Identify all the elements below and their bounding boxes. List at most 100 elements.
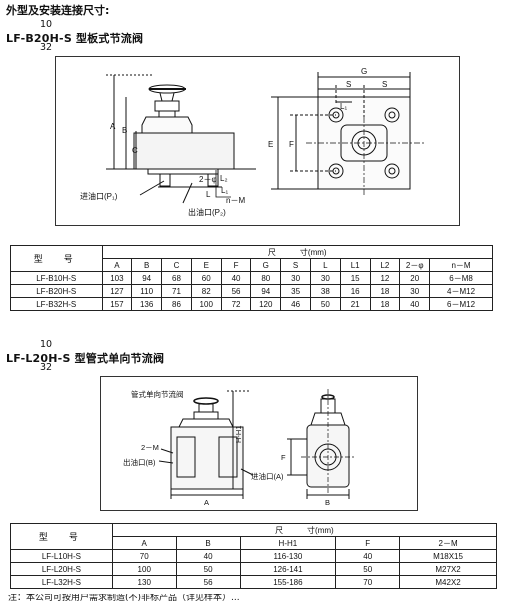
table1-cell: 56	[220, 284, 252, 298]
inlet-a-label: 进油口(A)	[251, 471, 284, 481]
table2-cell: 70	[335, 575, 401, 589]
table2-cell: 116-130	[239, 549, 337, 563]
table1-model-cell: LF-B32H-S	[10, 297, 103, 311]
table2-cell: 40	[175, 549, 241, 563]
table2-cell: 126-141	[239, 562, 337, 576]
table1-col: L2	[369, 258, 401, 272]
table1-cell: 136	[131, 297, 163, 311]
table1-cell: 71	[161, 284, 192, 298]
dim-A: A	[110, 122, 116, 131]
table1-cell: 60	[190, 271, 222, 285]
table1-cell: 15	[339, 271, 371, 285]
table1-cell: 6－M12	[429, 297, 493, 311]
page-title: 外型及安装连接尺寸:	[6, 4, 110, 17]
table1-cell: 18	[369, 297, 401, 311]
model-size-bottom: 32	[40, 42, 53, 53]
table2-cell: M27X2	[399, 562, 497, 576]
table2-cell: 130	[111, 575, 177, 589]
table1-cell: 120	[250, 297, 282, 311]
table2-model-header: 型 号	[10, 523, 113, 550]
section1-model-title: LF-B20H-S 型板式节流阀	[6, 32, 144, 45]
drawing-plate-valve: A B C 2－φ L L₂ L₁ n－M 进油口(P₁) 出油口(P₂) G …	[80, 67, 424, 217]
table1-model-cell: LF-B10H-S	[10, 271, 103, 285]
table2-cell: 40	[335, 549, 401, 563]
caption-label: 管式单向节流阀	[131, 389, 184, 399]
spec-table-tube: 型 号 尺 寸(mm) A B H-H1 F 2－M LF-L10H-S 70 …	[10, 523, 498, 589]
table1-dim-header: 尺 寸(mm)	[101, 245, 493, 259]
table-row: LF-L32H-S 130 56 155-186 70 M42X2	[10, 575, 497, 589]
table1-cell: 127	[101, 284, 133, 298]
table1-cell: 16	[339, 284, 371, 298]
table2-col: B	[175, 536, 241, 550]
table1-cell: 21	[339, 297, 371, 311]
figure-tube-throttle-valve: 管式单向节流阀 H-H1 2－M 出油口(B) 进油口(A) A F B	[100, 376, 418, 511]
table1-cell: 94	[131, 271, 163, 285]
drawing-tube-valve: 管式单向节流阀 H-H1 2－M 出油口(B) 进油口(A) A F B	[123, 389, 355, 507]
table1-cell: 35	[280, 284, 311, 298]
table-row: LF-B32H-S 157 136 86 100 72 120 46 50 21…	[10, 297, 493, 311]
table2-cell: 50	[175, 562, 241, 576]
table2-dim-header: 尺 寸(mm)	[111, 523, 498, 537]
table1-col: B	[131, 258, 163, 272]
footnote: 注：本公司可按用户需求制造(不)非标产品（详见样本）...	[8, 594, 240, 602]
dim-L1-top: L₁	[340, 102, 347, 111]
table1-cell: 12	[369, 271, 401, 285]
table1-cell: 40	[399, 297, 431, 311]
table1-cell: 157	[101, 297, 133, 311]
table-row: LF-B20H-S 127 110 71 82 56 94 35 38 16 1…	[10, 284, 493, 298]
table1-cell: 6－M8	[429, 271, 493, 285]
table1-col: E	[190, 258, 222, 272]
dim-F-2: F	[281, 453, 286, 462]
dim-S-left: S	[346, 80, 351, 89]
table1-col: L1	[339, 258, 371, 272]
table1-col: n－M	[429, 258, 493, 272]
table-row: LF-L20H-S 100 50 126-141 50 M27X2	[10, 562, 497, 576]
outlet-b-label: 出油口(B)	[123, 457, 156, 467]
dim-B-2: B	[325, 498, 330, 507]
dim-L1-left: L₁	[221, 186, 228, 195]
dim-E: E	[268, 140, 273, 149]
table1-cell: 20	[399, 271, 431, 285]
table1-cell: 86	[161, 297, 192, 311]
table1-cell: 94	[250, 284, 282, 298]
dim-S-right: S	[382, 80, 387, 89]
table1-cell: 50	[309, 297, 341, 311]
table1-cell: 68	[161, 271, 192, 285]
table2-col: A	[111, 536, 177, 550]
dim-F: F	[289, 140, 294, 149]
dim-phi: 2－φ	[199, 175, 217, 184]
dim-G: G	[361, 67, 367, 76]
spec-table-plate: 型 号 尺 寸(mm) A B C E F G S L L1 L2 2－φ n－…	[10, 245, 493, 311]
table1-col: S	[280, 258, 311, 272]
table1-cell: 72	[220, 297, 252, 311]
table2-cell: M42X2	[399, 575, 497, 589]
outlet-label: 出油口(P₂)	[188, 207, 226, 217]
dim-nM: n－M	[226, 196, 245, 205]
table2-col: 2－M	[399, 536, 497, 550]
table2-cell: M18X15	[399, 549, 497, 563]
table2-cell: 70	[111, 549, 177, 563]
table1-col: L	[309, 258, 341, 272]
table1-cell: 18	[369, 284, 401, 298]
dim-L: L	[206, 190, 211, 199]
inlet-label: 进油口(P₁)	[80, 191, 118, 201]
table1-cell: 4－M12	[429, 284, 493, 298]
dim-B: B	[122, 126, 127, 135]
table2-model-cell: LF-L32H-S	[10, 575, 113, 589]
table-row: LF-B10H-S 103 94 68 60 40 80 30 30 15 12…	[10, 271, 493, 285]
table2-model-cell: LF-L20H-S	[10, 562, 113, 576]
table2-model-cell: LF-L10H-S	[10, 549, 113, 563]
table1-cell: 30	[309, 271, 341, 285]
table1-cell: 30	[399, 284, 431, 298]
model-size-top-2: 10	[40, 339, 53, 350]
dim-2M: 2－M	[141, 443, 159, 452]
table1-col: C	[161, 258, 192, 272]
table1-cell: 30	[280, 271, 311, 285]
table2-col: F	[335, 536, 401, 550]
table1-cell: 46	[280, 297, 311, 311]
table2-cell: 155-186	[239, 575, 337, 589]
table2-cell: 50	[335, 562, 401, 576]
dim-HH1: H-H1	[234, 425, 243, 443]
table1-col: G	[250, 258, 282, 272]
table1-cell: 110	[131, 284, 163, 298]
